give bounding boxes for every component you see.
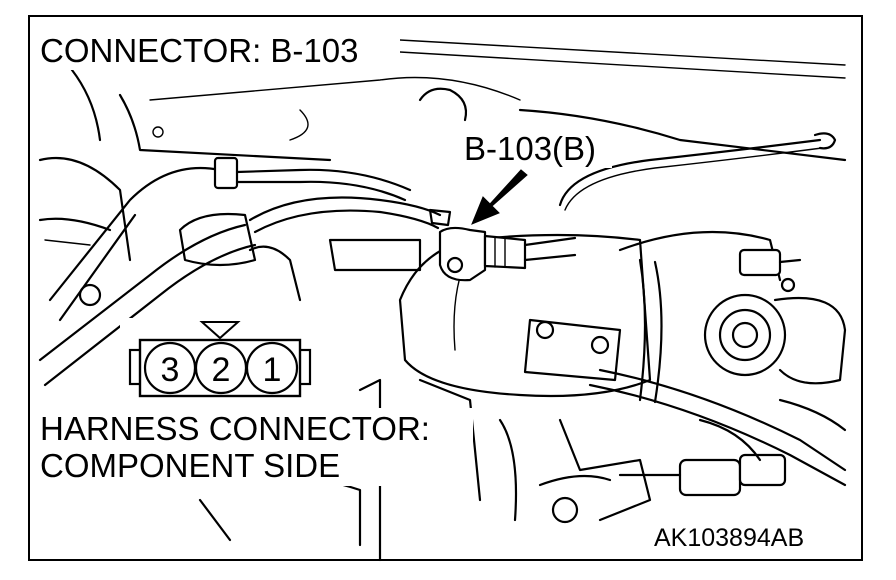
pin-number: 2 — [212, 351, 231, 389]
callout-arrow — [471, 169, 528, 225]
harness-connector-label: HARNESS CONNECTOR: — [40, 410, 430, 447]
callout-label: B-103(B) — [464, 130, 596, 167]
component-side-label: COMPONENT SIDE — [40, 447, 340, 484]
pin-number: 3 — [161, 351, 180, 389]
connector-pin — [245, 341, 299, 395]
figure-code: AK103894AB — [654, 524, 804, 552]
pin-number: 1 — [263, 351, 282, 389]
harness-connector-face: 3 2 1 — [128, 321, 312, 398]
connector-key-triangle — [199, 321, 241, 340]
engine-bay-illustration — [38, 39, 847, 562]
connector-title-label: CONNECTOR: B-103 — [40, 32, 358, 69]
